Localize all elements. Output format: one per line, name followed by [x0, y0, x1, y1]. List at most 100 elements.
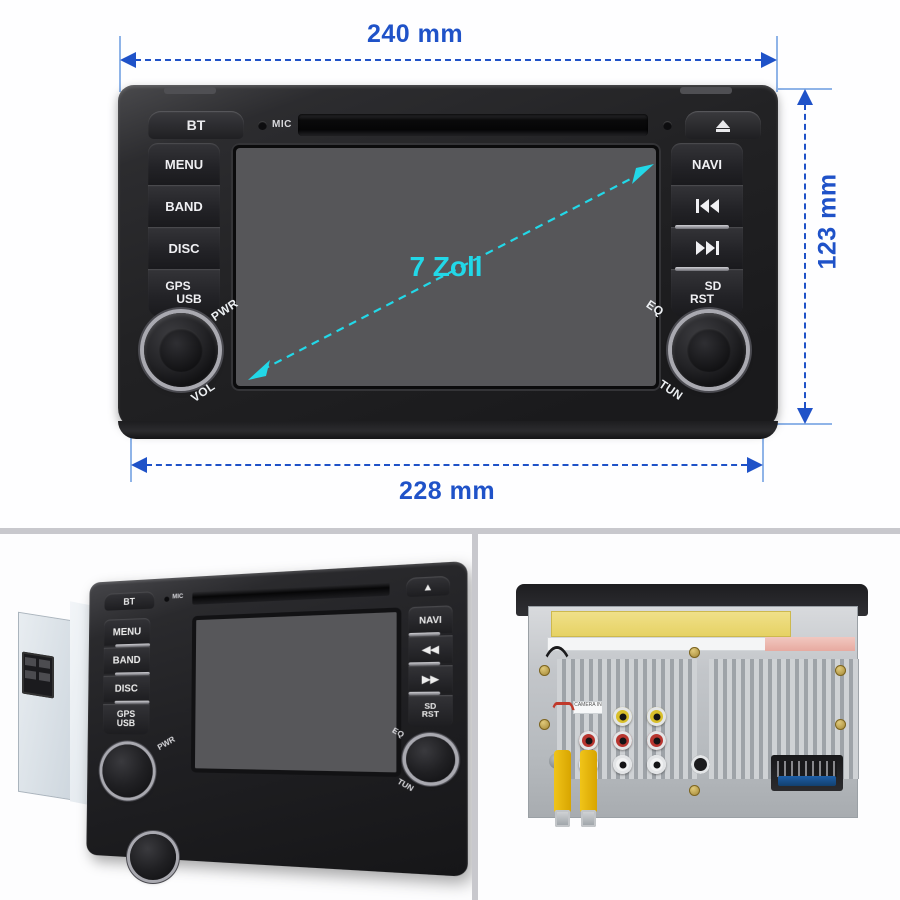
faceplate-notch-left	[164, 87, 216, 94]
diagonal-measurement-arrow	[248, 164, 654, 380]
rst-label-angled: RST	[421, 711, 439, 720]
pwr-label-angled: PWR	[155, 734, 177, 753]
camera-rca-yellow-1[interactable]	[554, 750, 571, 827]
iso-connector-pins	[777, 761, 837, 777]
audio-right-rca-red[interactable]	[613, 731, 632, 750]
sd-label: SD	[704, 279, 722, 294]
volume-knob-front-overlap[interactable]	[130, 834, 176, 880]
next-track-button-angled[interactable]: ▶▶	[408, 664, 453, 694]
disc-button-angled[interactable]: DISC	[103, 674, 150, 702]
disc-button[interactable]: DISC	[148, 227, 220, 269]
bt-button[interactable]: BT	[148, 111, 244, 139]
rear-metal-chassis: CAMERA IN	[528, 606, 859, 818]
tun-label-angled: TUN	[395, 777, 415, 794]
gps-label: GPS	[165, 279, 191, 294]
volume-power-knob[interactable]	[138, 307, 224, 393]
faceplate-notch-right	[680, 87, 732, 94]
camera-rca-yellow-2[interactable]	[580, 750, 597, 827]
iso-power-connector[interactable]	[771, 755, 843, 791]
dimension-label-width-bottom: 228 mm	[398, 477, 496, 505]
disc-slot[interactable]	[298, 114, 648, 136]
panel-divider-vertical	[472, 534, 478, 900]
arrow-left-top	[120, 52, 136, 68]
chassis-screw	[689, 647, 700, 658]
audio-left-rca-white[interactable]	[613, 755, 632, 774]
sd-label-angled: SD	[424, 703, 437, 712]
previous-track-icon	[695, 199, 719, 213]
panel-divider-horizontal	[0, 528, 900, 534]
screen-size-label: 7 Zoll	[409, 251, 483, 282]
gps-usb-button-angled[interactable]: GPS USB	[102, 703, 150, 735]
audio-left-rca-white[interactable]	[647, 755, 666, 774]
usb-label-angled: USB	[116, 718, 136, 729]
previous-track-button[interactable]	[671, 185, 743, 229]
eq-tune-knob-angled[interactable]	[406, 736, 456, 783]
next-track-button[interactable]	[671, 227, 743, 271]
screen-angled[interactable]	[190, 607, 402, 778]
antenna-jack[interactable]	[691, 755, 710, 774]
head-unit-angled: BT MIC ▲ MENU BAND DISC GPS USB NAVI	[86, 560, 468, 877]
panel-front-view-dimensions: 240 mm 228 mm 123 mm BT MIC	[0, 0, 900, 528]
eject-button-angled[interactable]: ▲	[406, 575, 451, 598]
cable-tag-text: CAMERA IN	[574, 702, 602, 708]
navi-button[interactable]: NAVI	[671, 143, 743, 185]
sd-rst-button[interactable]: SD RST	[671, 269, 743, 317]
head-unit-rear: CAMERA IN	[516, 584, 868, 827]
model-label-white	[547, 637, 777, 651]
arrow-down-height	[797, 408, 813, 424]
eq-tune-knob[interactable]	[666, 307, 752, 393]
knob-body[interactable]	[144, 313, 218, 387]
audio-right-rca-red[interactable]	[579, 731, 598, 750]
extension-line-right	[776, 36, 778, 92]
serial-label-red	[765, 637, 855, 651]
video-rca-yellow[interactable]	[647, 707, 666, 726]
arrow-right-bottom	[747, 457, 763, 473]
dimension-label-height: 123 mm	[813, 173, 842, 270]
eject-button[interactable]	[685, 111, 761, 139]
navi-button-angled[interactable]: NAVI	[408, 605, 453, 635]
dimension-line-width-bottom	[146, 464, 747, 466]
faceplate-angled: BT MIC ▲ MENU BAND DISC GPS USB NAVI	[86, 560, 468, 877]
panel-angled-view: BT MIC ▲ MENU BAND DISC GPS USB NAVI	[0, 534, 472, 900]
chassis-screw	[689, 785, 700, 796]
rear-connector-block	[22, 651, 54, 699]
video-rca-yellow[interactable]	[613, 707, 632, 726]
previous-track-button-angled[interactable]: ◀◀	[408, 635, 453, 664]
right-button-column: NAVI SD RST	[671, 143, 743, 317]
menu-button[interactable]: MENU	[148, 143, 220, 185]
mic-hole	[258, 121, 267, 130]
arrow-right-top	[761, 52, 777, 68]
audio-right-rca-red[interactable]	[647, 731, 666, 750]
panel-rear-view: CAMERA IN	[478, 534, 900, 900]
button-separator	[675, 267, 729, 271]
band-button-angled[interactable]: BAND	[103, 646, 151, 674]
gps-usb-button[interactable]: GPS USB	[148, 269, 220, 317]
camera-wire-red	[548, 702, 578, 738]
volume-power-knob-angled[interactable]	[102, 744, 153, 799]
eject-icon-bar	[716, 129, 730, 132]
usb-label: USB	[176, 292, 202, 306]
bt-button-angled[interactable]: BT	[104, 591, 155, 611]
sd-rst-button-angled[interactable]: SD RST	[408, 694, 453, 728]
chassis-screw	[835, 665, 846, 676]
left-button-column: MENU BAND DISC GPS USB	[148, 143, 220, 317]
disc-slot-angled[interactable]	[192, 582, 390, 605]
dimension-label-width-top: 240 mm	[366, 20, 464, 48]
button-separator	[675, 225, 729, 229]
rst-label: RST	[690, 292, 714, 306]
knob-body[interactable]	[672, 313, 746, 387]
arrow-left-bottom	[131, 457, 147, 473]
reset-hole[interactable]	[663, 121, 672, 130]
camera-wire-black	[536, 646, 578, 718]
iso-connector-blue-insert	[778, 776, 836, 786]
dimension-line-width-top	[135, 59, 761, 61]
band-button[interactable]: BAND	[148, 185, 220, 227]
warning-label-yellow	[551, 611, 791, 637]
next-track-icon	[695, 241, 719, 255]
screen-bezel: 7 Zoll	[231, 143, 661, 391]
menu-button-angled[interactable]: MENU	[103, 617, 151, 646]
head-unit-faceplate: BT MIC 7 Zoll	[118, 85, 778, 439]
touchscreen-display[interactable]: 7 Zoll	[236, 148, 656, 386]
mic-label-angled: MIC	[172, 593, 184, 601]
